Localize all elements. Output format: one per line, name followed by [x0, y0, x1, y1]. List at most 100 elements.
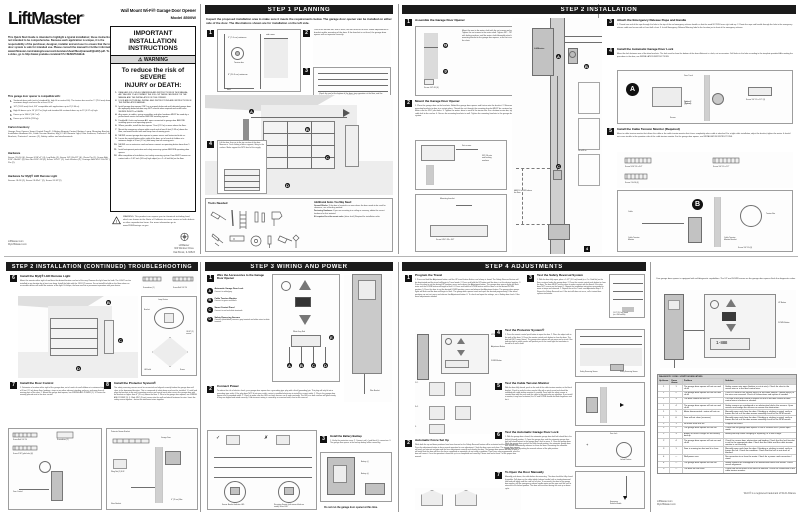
accessory-letter: C: [207, 307, 213, 313]
step4-title-6: Test the Automatic Garage Door Lock: [505, 430, 559, 434]
troubleshooting-panel-illustration: 1-888 UP Button DOWN Button: [660, 290, 796, 368]
ts-problem: Door will not close (reverses): [683, 416, 725, 422]
step2-header: STEP 2 INSTALLATION: [402, 5, 796, 14]
warning-item: 7.Mount the emergency release within rea…: [113, 129, 192, 134]
footer-address: 300 Windsor Drive: [174, 247, 194, 251]
step2-title-1: Assemble the Garage Door Opener: [415, 18, 465, 22]
accessory-name: Smart Control Panel: [214, 307, 235, 309]
ts-solution: Safety sensors are misaligned or an obst…: [725, 462, 793, 467]
warning-item-number: 8.: [115, 134, 117, 137]
ts-up: 1: [658, 397, 671, 403]
step4-badge-7: 7: [495, 472, 502, 479]
footer-url-4[interactable]: MyLiftMaster.com: [657, 503, 676, 507]
warning-item-text: Any repairs to cables, spring assemblies…: [118, 113, 189, 119]
tools-illustration: [210, 209, 300, 248]
accessory-name: Safety Reversing Sensors: [214, 316, 241, 319]
footer-trademark: Wi-Fi® is a registered trademark of Wi-F…: [743, 492, 796, 495]
ts-down: 1: [670, 447, 683, 455]
compat-item: 2.1/4" (19.05 mm) thick, 5/8" compatible…: [8, 106, 120, 109]
step2-title-3: Attach the Emergency Release Rope and Ha…: [617, 18, 687, 22]
step2c-title-7: Install the Door Control: [20, 381, 54, 385]
warning-triangle-icon: !: [112, 216, 121, 225]
compatibility-block: This garage door opener is compatible wi…: [8, 95, 120, 122]
step3-title-1: Wire the Accessories to the Garage Door …: [217, 273, 264, 281]
step4-house-icons: [415, 488, 521, 510]
ts-solution: Safety sensors are misaligned or an obst…: [725, 404, 794, 409]
ts-up: 1: [658, 416, 671, 422]
step2c-label: STEP 2 INSTALLATION (CONTINUED) TROUBLES…: [11, 263, 193, 270]
carton-heading: Carton Inventory: [8, 126, 30, 129]
warning-headline-line1: To reduce the risk of SEVERE: [121, 66, 185, 82]
step2c-illustration-6: Lamp Fixture Bracket #8-18" (2) screws L…: [141, 296, 197, 376]
step2c-callout-b: B: [106, 300, 111, 305]
step4-badge-4: 4: [495, 330, 502, 337]
compat-item-number: 3.: [10, 109, 12, 113]
step3-badge-3: 3: [320, 436, 327, 443]
step1-badge-4: 4: [207, 141, 214, 148]
warning-item-number: 12.: [114, 155, 117, 158]
step2-section-5: Install the Cable Tension Monitor (Requi…: [617, 127, 793, 138]
extra-items-list: Ground Blocks: If the door is located in…: [314, 205, 392, 219]
step2-title-5: Install the Cable Tension Monitor (Requi…: [617, 127, 680, 131]
step1-badge-2: 2: [303, 30, 310, 37]
ts-solution: Manually open and close the door. If bin…: [725, 410, 793, 415]
step4-badge-6: 6: [495, 432, 502, 439]
step2-illustration-1: Mount the arm to the motor shaft with th…: [415, 26, 520, 96]
compat-item-text: Doors up to 180 ft² (16.7 m²).: [13, 113, 40, 116]
ts-down: 4: [670, 403, 683, 410]
accessory-letter: D: [207, 316, 213, 322]
footer-url-1[interactable]: LiftMaster.com: [8, 240, 24, 243]
ts-problem: The garage door opener will not run and …: [683, 439, 725, 447]
warning-item: 3.Install garage door opener ONLY on a p…: [113, 106, 192, 113]
ts-problem: The garage door opener will not run and …: [683, 391, 725, 397]
column-divider: [200, 4, 201, 254]
sheet-divider: [4, 256, 798, 257]
wiring-callout-d: D: [323, 363, 328, 368]
ts-solution: There is a short in the sensor wire(s) o…: [725, 392, 795, 397]
check-icon: ✓: [216, 435, 221, 441]
ts-up: 2: [658, 432, 671, 439]
step4-section-1: Program the Travel 1. Press and hold the…: [415, 273, 521, 298]
warning-item-number: 5.: [115, 119, 117, 122]
step4-badge-5: 5: [495, 383, 502, 390]
footer-url-2[interactable]: MyLiftMaster.com: [8, 243, 27, 247]
step1-header: STEP 1 PLANNING: [205, 5, 393, 14]
compat-item-text: Doors up to 500 lb (226 kg).: [13, 117, 39, 120]
ts-problem: The garage door opener will not run: [683, 426, 725, 432]
ts-down: 3: [670, 432, 683, 439]
warning-box: IMPORTANT INSTALLATION INSTRUCTIONS ⚠ WA…: [110, 26, 196, 212]
step2-title-4: Install the Automatic Garage Door Lock: [617, 47, 674, 51]
step4-badge-2: 2: [405, 440, 412, 447]
warning-headline-line2: INJURY or DEATH:: [124, 81, 182, 89]
callout-b-step2: B: [443, 69, 448, 74]
step2-illustration-4: A Door Track Option 2(Typical) Screw 1/4…: [617, 70, 793, 124]
warning-item-number: 10.: [114, 143, 117, 146]
ts-up: 1: [658, 410, 671, 416]
warning-item-text: NEVER use an extension cord and never co…: [118, 143, 190, 149]
column-divider: [200, 262, 201, 512]
certification-mark-icon: [180, 232, 189, 241]
ts-down: 1: [670, 385, 683, 391]
step4-section-7: To Open the Door Manually Manually push …: [505, 470, 573, 490]
warning-list: 1.READ AND FOLLOW ALL WARNINGS AND INSTR…: [111, 91, 195, 160]
extra-items-title: Additional Items You May Need:: [314, 200, 352, 204]
warning-item: 8.NEVER connect garage door opener to po…: [113, 135, 192, 137]
step3-badge-2: 2: [207, 386, 214, 393]
step2c-callout-d: D: [76, 366, 81, 371]
compat-item: 3.High lift doors up to 14' (4.27 m) hig…: [8, 110, 120, 113]
step1-badge-1: 1: [207, 30, 214, 37]
step2c-title-6: Install the MyQ® LED Remote Light: [20, 274, 71, 278]
warning-title: IMPORTANT INSTALLATION INSTRUCTIONS: [111, 27, 195, 55]
callout-b: B: [305, 127, 310, 132]
step4-badge-1: 1: [405, 275, 412, 282]
footer-url-3[interactable]: LiftMaster.com: [657, 500, 673, 503]
ts-up: 4: [658, 461, 671, 467]
